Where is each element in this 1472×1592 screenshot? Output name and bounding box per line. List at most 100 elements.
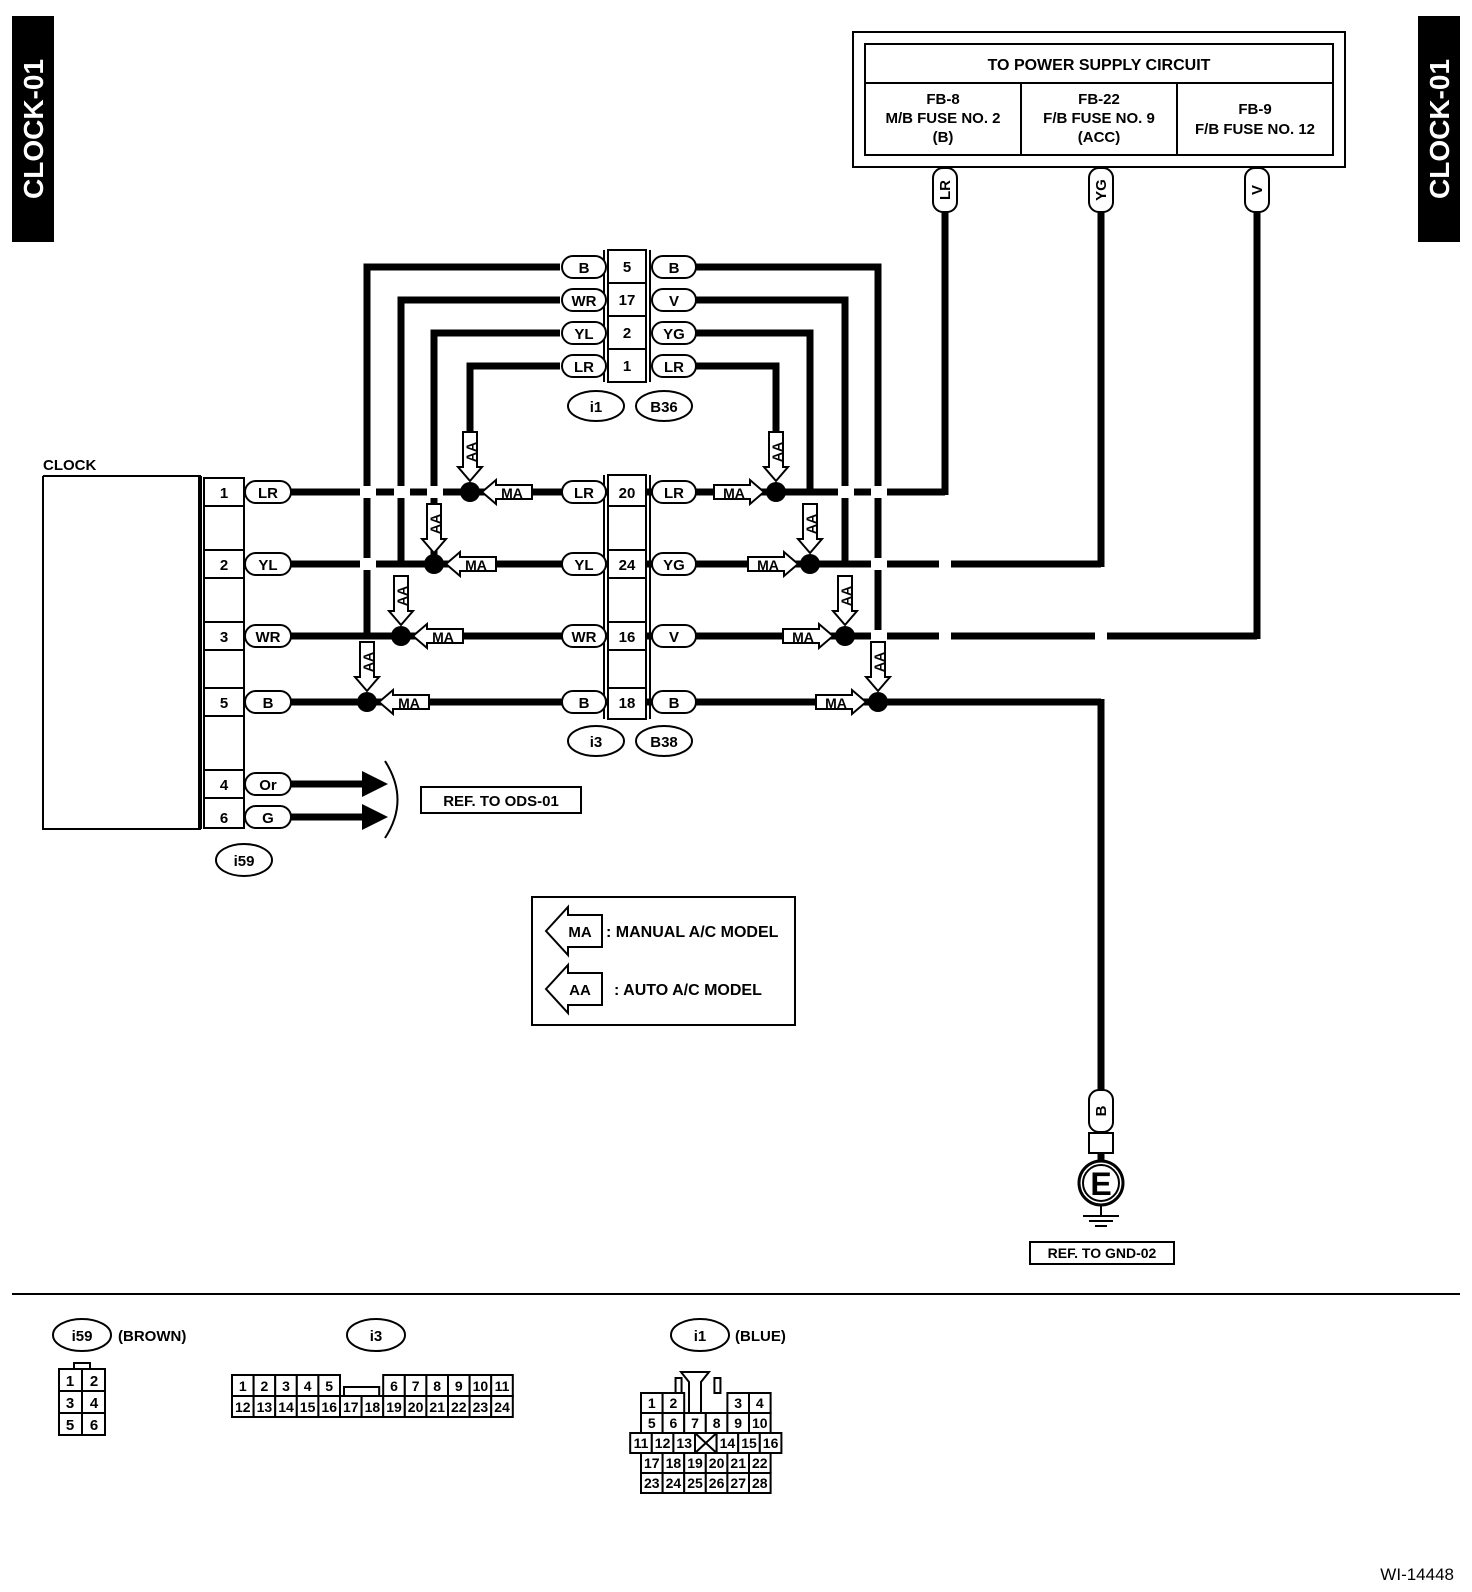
connector-cell-label: 24 (494, 1399, 510, 1415)
connector-cell-label: 13 (676, 1435, 692, 1451)
upper-right-wire-4: LR (664, 359, 684, 376)
connector-cell-label: 3 (734, 1395, 742, 1411)
clock-connector-name: i59 (234, 853, 255, 870)
aa-mark-left-3: AA (394, 586, 410, 606)
legend-ma-text: : MANUAL A/C MODEL (606, 924, 779, 941)
i1-guide (674, 1377, 683, 1394)
fuse-3-id: FB-9 (1238, 101, 1271, 118)
lower-left-wire-2: YL (574, 557, 593, 574)
connector-cell-label: 21 (730, 1455, 746, 1471)
fuse-2-id: FB-22 (1078, 91, 1120, 108)
connector-cell-label: 24 (666, 1475, 682, 1491)
ods-ref-text: REF. TO ODS-01 (443, 793, 559, 810)
clock-label: CLOCK (43, 457, 96, 474)
i59-cell: 4 (90, 1395, 99, 1412)
connector-cell-label: 18 (666, 1455, 682, 1471)
upper-right-wire-1: B (669, 260, 680, 277)
clock-wire-4: Or (259, 777, 277, 794)
connector-cell-label: 9 (455, 1378, 463, 1394)
connector-cell-label: 19 (386, 1399, 402, 1415)
connector-cell-label: 15 (300, 1399, 316, 1415)
lower-left-wire-3: WR (572, 629, 597, 646)
clock-pin-6: 6 (220, 810, 228, 827)
ma-mark-left-4: MA (398, 695, 420, 711)
connector-cell-label: 21 (429, 1399, 445, 1415)
ma-mark-left-2: MA (465, 557, 487, 573)
lower-right-wire-2: YG (663, 557, 685, 574)
aa-mark-right-2: AA (803, 514, 819, 534)
connector-cell-label: 13 (257, 1399, 273, 1415)
i59-view-note: (BROWN) (118, 1328, 186, 1345)
ma-arrows: MA MA MA MA MA MA MA MA (377, 477, 868, 717)
power-wire-1: LR (937, 180, 954, 200)
connector-cell-label: 15 (741, 1435, 757, 1451)
clock-wire-1: LR (258, 485, 278, 502)
ground: B E REF. TO GND-02 (1029, 1089, 1175, 1265)
connector-cell-label: 6 (670, 1415, 678, 1431)
i1-view-name: i1 (694, 1328, 707, 1345)
legend: MA : MANUAL A/C MODEL AA : AUTO A/C MODE… (531, 896, 796, 1026)
connector-cell (490, 1374, 514, 1397)
upper-connector-right: B36 (650, 399, 678, 416)
clock-component: CLOCK 1 2 3 5 4 6 (42, 457, 245, 830)
clock-wire-5: B (263, 695, 274, 712)
lower-connector-right: B38 (650, 734, 678, 751)
power-supply-title: TO POWER SUPPLY CIRCUIT (988, 57, 1211, 74)
i3-view-name: i3 (370, 1328, 383, 1345)
connector-cell-label: 12 (235, 1399, 251, 1415)
connector-cell-label: 27 (730, 1475, 746, 1491)
clock-connector-tag: i59 (215, 843, 273, 877)
connector-cell-label: 16 (321, 1399, 337, 1415)
legend-aa-mark: AA (569, 982, 591, 999)
upper-right-wire-2: V (669, 293, 679, 310)
connector-cell-label: 20 (709, 1455, 725, 1471)
power-wire-labels: LR YG V (932, 167, 1270, 213)
ma-mark-right-4: MA (825, 695, 847, 711)
ods-reference: REF. TO ODS-01 (362, 760, 582, 839)
clock-pin-5: 5 (220, 695, 228, 712)
i3-key (343, 1386, 381, 1396)
connector-cell-label: 2 (261, 1378, 269, 1394)
gnd-ref-text: REF. TO GND-02 (1048, 1245, 1157, 1261)
connector-cell-label: 25 (687, 1475, 703, 1491)
aa-mark-right-4: AA (871, 652, 887, 672)
aa-mark-left-1: AA (463, 442, 479, 462)
connector-cell-label: 19 (687, 1455, 703, 1471)
connector-cell-label: 5 (325, 1378, 333, 1394)
connector-cell-label: 7 (691, 1415, 699, 1431)
fuse-3-line1: F/B FUSE NO. 12 (1195, 121, 1315, 138)
upper-pin-5: 5 (623, 259, 631, 276)
lower-left-wire-4: B (579, 695, 590, 712)
connector-cell-label: 6 (390, 1378, 398, 1394)
side-tag-left-text: CLOCK-01 (18, 59, 49, 199)
fuse-2-line1: F/B FUSE NO. 9 (1043, 110, 1155, 127)
lower-junction: 20 24 16 18 LR YL WR B LR YG V B i3 B38 (561, 474, 697, 757)
connector-cell-label: 20 (408, 1399, 424, 1415)
legend-aa-text: : AUTO A/C MODEL (614, 982, 762, 999)
ods-arrow-2 (362, 804, 388, 830)
connector-cell-label: 14 (720, 1435, 736, 1451)
lower-right-wire-1: LR (664, 485, 684, 502)
upper-pin-2: 2 (623, 325, 631, 342)
splice-dots (357, 482, 888, 712)
clock-wire-3: WR (256, 629, 281, 646)
upper-pin-1: 1 (623, 358, 631, 375)
lower-pin-16: 16 (619, 629, 636, 646)
upper-left-wire-2: WR (572, 293, 597, 310)
connector-cell-label: 5 (648, 1415, 656, 1431)
ma-mark-right-1: MA (723, 485, 745, 501)
connector-cell-label: 28 (752, 1475, 768, 1491)
connector-cell-label: 11 (634, 1435, 649, 1451)
figure-id: WI-14448 (1380, 1565, 1454, 1584)
ground-symbol: E (1090, 1166, 1111, 1202)
connector-cell-label: 1 (239, 1378, 247, 1394)
i1-blank-cross (694, 1432, 718, 1454)
power-wire-2: YG (1093, 179, 1110, 201)
connector-cell-label: 4 (756, 1395, 764, 1411)
clock-wire-labels: LR YL WR B Or G (244, 480, 292, 829)
connector-cell-label: 17 (343, 1399, 359, 1415)
connector-cell-label: 10 (473, 1378, 489, 1394)
upper-left-wire-1: B (579, 260, 590, 277)
fuse-1-line2: (B) (933, 129, 954, 146)
